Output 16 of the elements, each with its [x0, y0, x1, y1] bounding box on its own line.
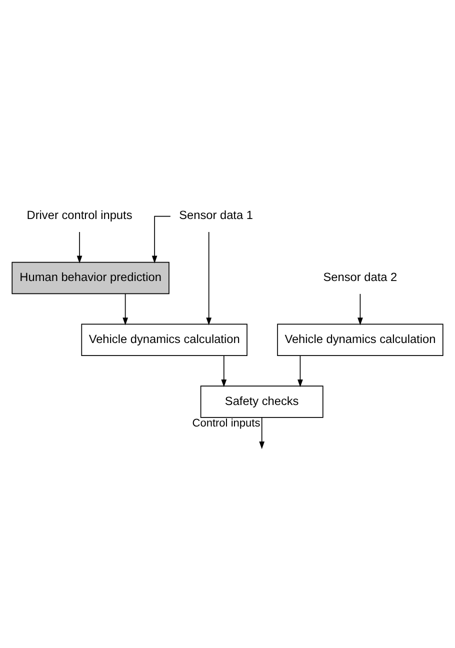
- arrow: [122, 293, 128, 325]
- arrow: [76, 231, 82, 263]
- arrow: [259, 416, 265, 449]
- node-box: Safety checks: [200, 385, 324, 418]
- arrow: [152, 215, 171, 263]
- node-box: Vehicle dynamics calculation: [81, 323, 248, 356]
- arrow: [298, 354, 303, 387]
- node-box: Vehicle dynamics calculation: [277, 323, 444, 356]
- node-text: Sensor data 1: [179, 208, 253, 222]
- arrow: [221, 354, 227, 387]
- node-box: Human behavior prediction: [12, 261, 170, 294]
- edge-label: Control inputs: [192, 417, 260, 430]
- node-text: Sensor data 2: [323, 270, 398, 284]
- node-text: Driver control inputs: [26, 208, 132, 222]
- arrow: [206, 231, 212, 325]
- arrow: [358, 293, 363, 325]
